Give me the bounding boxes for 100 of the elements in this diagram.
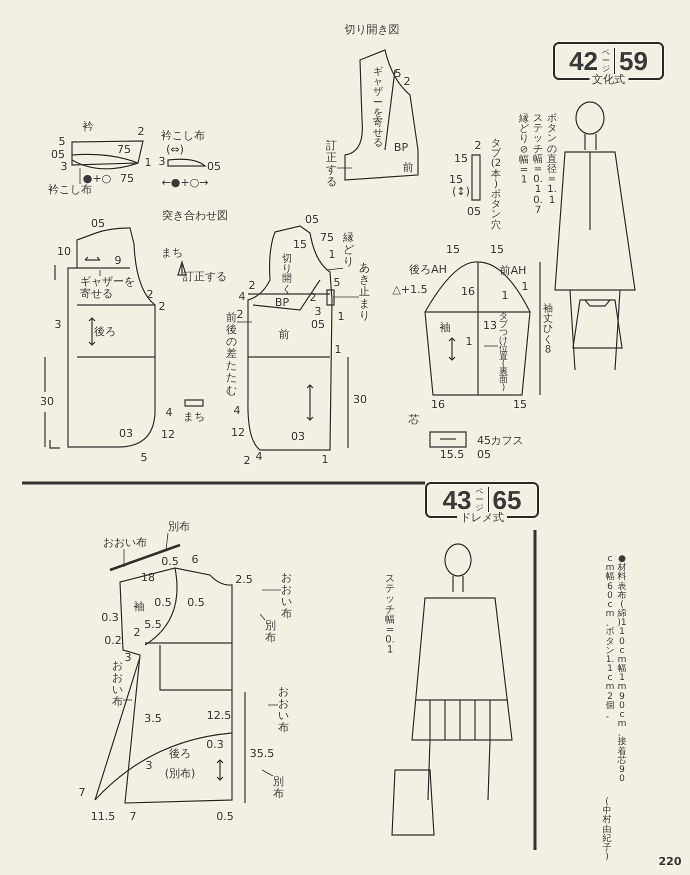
front-bodice-drawing bbox=[246, 224, 336, 452]
measurement-label: 7 bbox=[78, 786, 86, 800]
measurement-label: 3 bbox=[124, 652, 132, 664]
measurement-label: 0.5 bbox=[216, 810, 234, 824]
instruction-text: タブつけ位置(裏面) bbox=[498, 314, 509, 394]
measurement-label: 15 bbox=[293, 238, 307, 252]
measurement-label: 1 bbox=[144, 156, 152, 170]
measurement-label: 15.5 bbox=[440, 448, 464, 462]
measurement-label: 10 bbox=[57, 246, 71, 258]
instruction-text: 訂正する bbox=[326, 140, 337, 188]
drafting-method-text: ドレメ式 bbox=[457, 512, 507, 524]
measurement-label: 2 bbox=[248, 280, 256, 292]
measurement-label: 05 bbox=[207, 160, 221, 174]
measurement-label: 75 bbox=[120, 172, 134, 186]
measurement-label: 15 bbox=[446, 244, 460, 256]
measurement-label: 2.5 bbox=[235, 574, 253, 586]
measurement-label: 03 bbox=[291, 430, 305, 444]
measurement-label: 6 bbox=[192, 554, 198, 566]
measurement-label: 前 bbox=[278, 328, 290, 342]
measurement-label: 16 bbox=[431, 398, 445, 412]
measurement-label: 芯 bbox=[408, 414, 420, 426]
measurement-label: 3 bbox=[146, 760, 152, 772]
leader-line bbox=[268, 704, 278, 706]
measurement-label: 1 bbox=[338, 310, 344, 324]
drafting-method-text: 文化式 bbox=[589, 74, 628, 86]
leader-line bbox=[166, 532, 168, 550]
measurement-label: 12 bbox=[161, 428, 175, 442]
measurement-label: 15 bbox=[454, 152, 468, 166]
measurement-label: 15 bbox=[513, 398, 527, 412]
instruction-text: 縁どり bbox=[343, 232, 354, 268]
measurement-label: 後ろ bbox=[94, 326, 116, 338]
measurement-label: 16 bbox=[461, 286, 475, 298]
measurement-label: 2 bbox=[134, 626, 140, 640]
measurement-label: 11.5 bbox=[90, 810, 116, 824]
instruction-text: ステッチ幅=0.1 bbox=[384, 574, 396, 656]
part-label: 別布 bbox=[168, 521, 190, 534]
leader-line bbox=[260, 614, 266, 620]
measurement-label: 5 bbox=[394, 68, 402, 80]
measurement-label: 袖 bbox=[440, 322, 450, 334]
measurement-label: 1 bbox=[466, 336, 472, 348]
measurement-label: 18 bbox=[141, 572, 155, 584]
measurement-label: 0.3 bbox=[101, 612, 119, 624]
measurement-label: 05 bbox=[477, 448, 491, 462]
measurement-label: 1 bbox=[522, 280, 528, 294]
cut-open-pattern-drawing bbox=[343, 48, 421, 182]
measurement-label: 5 bbox=[58, 136, 66, 148]
instruction-text: タブ(2本)ボタン穴 bbox=[490, 139, 502, 231]
measurement-label: 1 bbox=[322, 454, 328, 466]
measurement-label: 45 bbox=[477, 434, 491, 448]
measurement-label: 4 bbox=[234, 404, 240, 418]
measurement-label: 5 bbox=[334, 276, 340, 290]
measurement-label: 12.5 bbox=[206, 710, 232, 722]
pattern-number: 42 bbox=[569, 46, 598, 76]
pattern-number: 43 bbox=[442, 486, 472, 514]
pattern-number: 59 bbox=[619, 46, 648, 76]
measurement-label: BP bbox=[394, 142, 408, 154]
measurement-label: 2 bbox=[474, 140, 482, 152]
measurement-label: 0.2 bbox=[104, 634, 122, 648]
measurement-label: BP bbox=[274, 296, 290, 310]
materials-note: ●材料表布(綿)110cm幅1m90cm、接着芯90cm幅60cm、ボタン1.1cm2個。 bbox=[605, 555, 627, 786]
measurement-label: 4 bbox=[166, 406, 172, 420]
measurement-label: 切り開き図 bbox=[344, 24, 400, 36]
measurement-label: 0.5 bbox=[187, 596, 205, 610]
measurement-label: 訂正する bbox=[183, 270, 227, 284]
measurement-label: 3 bbox=[314, 306, 322, 318]
measurement-label: まち bbox=[183, 410, 205, 424]
instruction-text: ボタンの直径=1.1 bbox=[546, 114, 558, 206]
measurement-label: 袖 bbox=[134, 600, 144, 614]
part-label: 別布 bbox=[273, 776, 284, 800]
measurement-label: 4 bbox=[238, 290, 246, 304]
leader-line bbox=[262, 770, 274, 776]
measurement-label: 2 bbox=[138, 126, 144, 138]
measurement-label: 後ろAH bbox=[409, 264, 447, 276]
instruction-text: 前後の差たたむ bbox=[226, 312, 237, 397]
measurement-label: 30 bbox=[40, 396, 54, 408]
measurement-label: 0.5 bbox=[161, 556, 179, 568]
measurement-label: 03 bbox=[119, 428, 133, 440]
measurement-label: 4 bbox=[256, 450, 262, 464]
page-unit-text: ページ bbox=[476, 488, 484, 512]
measurement-label: △+1.5 bbox=[392, 284, 428, 296]
measurement-label: 05 bbox=[305, 214, 319, 226]
page-number: 220 bbox=[658, 856, 682, 868]
measurement-label: (別布) bbox=[164, 768, 196, 780]
measurement-label: 0.3 bbox=[206, 738, 224, 752]
measurement-label: 12 bbox=[231, 426, 245, 440]
measurement-label: 3.5 bbox=[144, 712, 162, 726]
measurement-label: 5.5 bbox=[144, 618, 162, 632]
measurement-label: 衿こし布 bbox=[161, 130, 205, 142]
instruction-text: 袖丈ひく8 bbox=[542, 304, 554, 356]
measurement-label: (⇔) bbox=[166, 144, 184, 156]
instruction-text: ステッチ幅=0.1 0.7 bbox=[532, 114, 544, 216]
measurement-label: 30 bbox=[353, 394, 367, 406]
measurement-label: 75 bbox=[320, 232, 334, 244]
measurement-label: カフス bbox=[490, 434, 524, 448]
measurement-label: 05 bbox=[311, 318, 325, 332]
measurement-label: 15 bbox=[490, 244, 504, 256]
part-label: おおい布 bbox=[281, 572, 292, 620]
measurement-label: 1 bbox=[334, 344, 342, 356]
measurement-label: (↕) bbox=[452, 186, 470, 198]
measurement-label: 05 bbox=[467, 206, 481, 218]
